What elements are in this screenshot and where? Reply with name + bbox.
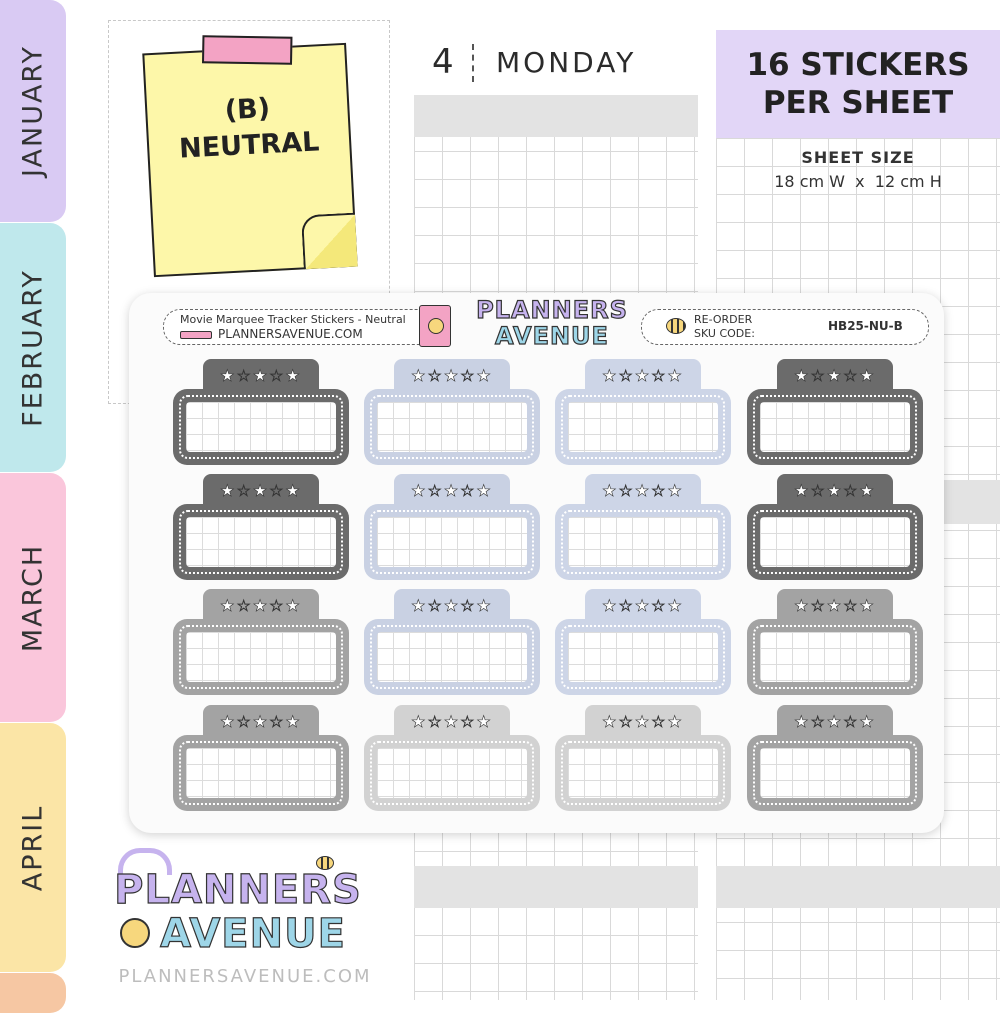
stars-icon: ★☆★☆★ [794, 366, 876, 386]
tracker-grid [760, 402, 910, 452]
tracker-grid [568, 748, 718, 798]
brand-logo: PLANNERS AVENUE [108, 867, 368, 957]
marquee-sticker: ★☆★☆★ [173, 589, 349, 699]
marquee-sticker: ★☆★☆★ [173, 359, 349, 469]
tape-icon [202, 35, 293, 65]
sheet-logo-line-1: PLANNERS [475, 296, 628, 324]
tracker-grid [186, 517, 336, 567]
sheet-header-left: Movie Marquee Tracker Stickers - Neutral… [163, 309, 439, 345]
stars-icon: ★☆★☆★ [602, 596, 684, 616]
tracker-grid [377, 748, 527, 798]
marquee-sticker: ★☆★☆★ [364, 705, 540, 815]
sheet-size-value: 18 cm W x 12 cm H [774, 172, 942, 191]
marquee-sticker: ★☆★☆★ [173, 474, 349, 584]
planner-footer-bar-right [716, 866, 1000, 908]
sheet-logo: PLANNERS AVENUE [467, 296, 637, 350]
stars-icon: ★☆★☆★ [411, 481, 493, 501]
month-label: JANUARY [17, 45, 49, 177]
stars-icon: ★☆★☆★ [220, 481, 302, 501]
stars-icon: ★☆★☆★ [411, 596, 493, 616]
note-color-label: NEUTRAL [178, 126, 321, 165]
date-number: 4 [432, 42, 454, 82]
marquee-sticker: ★☆★☆★ [555, 359, 731, 469]
stars-icon: ★☆★☆★ [794, 596, 876, 616]
date-divider [472, 44, 474, 82]
note-variant-label: (B) [223, 92, 271, 127]
marquee-sticker: ★☆★☆★ [364, 474, 540, 584]
sheet-header-right: RE-ORDER SKU CODE: HB25-NU-B [641, 309, 929, 345]
stars-icon: ★☆★☆★ [220, 712, 302, 732]
planner-footer-bar-left [414, 866, 698, 908]
badge-line-1: 16 STICKERS [746, 47, 970, 83]
marquee-sticker: ★☆★☆★ [747, 474, 923, 584]
tracker-grid [377, 517, 527, 567]
product-name: Movie Marquee Tracker Stickers - Neutral [180, 313, 406, 326]
stickers-per-sheet-badge: 16 STICKERS PER SHEET [716, 30, 1000, 138]
footer-url[interactable]: PLANNERSAVENUE.COM [118, 966, 372, 987]
tab-march[interactable]: MARCH [0, 473, 66, 722]
stars-icon: ★☆★☆★ [220, 366, 302, 386]
stars-icon: ★☆★☆★ [602, 481, 684, 501]
sku-label: SKU CODE: [694, 327, 755, 340]
tab-february[interactable]: FEBRUARY [0, 223, 66, 472]
sticky-note: (B) NEUTRAL [142, 35, 358, 278]
tab-may[interactable] [0, 973, 66, 1013]
stars-icon: ★☆★☆★ [794, 481, 876, 501]
stars-icon: ★☆★☆★ [411, 366, 493, 386]
tracker-grid [186, 748, 336, 798]
badge-line-2: PER SHEET [762, 85, 954, 121]
sheet-website: PLANNERSAVENUE.COM [218, 327, 363, 341]
stars-icon: ★☆★☆★ [602, 366, 684, 386]
tracker-grid [760, 517, 910, 567]
stars-icon: ★☆★☆★ [411, 712, 493, 732]
marquee-sticker: ★☆★☆★ [364, 589, 540, 699]
tracker-grid [760, 748, 910, 798]
planner-header-bar-left [414, 95, 698, 137]
marquee-sticker: ★☆★☆★ [364, 359, 540, 469]
bee-icon [316, 856, 334, 870]
stars-icon: ★☆★☆★ [794, 712, 876, 732]
brand-logo-line-2: AVENUE [159, 911, 346, 957]
tracker-grid [186, 632, 336, 682]
tracker-grid [760, 632, 910, 682]
marquee-sticker: ★☆★☆★ [747, 359, 923, 469]
brand-logo-line-1: PLANNERS [114, 867, 362, 913]
bee-icon [666, 318, 686, 334]
tracker-grid [568, 517, 718, 567]
stars-icon: ★☆★☆★ [602, 712, 684, 732]
sticker-sheet: Movie Marquee Tracker Stickers - Neutral… [129, 293, 944, 833]
page-curl-icon [300, 212, 358, 270]
reorder-label: RE-ORDER [694, 313, 753, 326]
tab-january[interactable]: JANUARY [0, 0, 66, 222]
sku-code: HB25-NU-B [828, 319, 903, 333]
rainbow-icon [118, 848, 172, 875]
pencil-icon [180, 331, 212, 339]
tracker-grid [377, 632, 527, 682]
tab-april[interactable]: APRIL [0, 723, 66, 972]
marquee-sticker: ★☆★☆★ [555, 705, 731, 815]
tracker-grid [568, 402, 718, 452]
stars-icon: ★☆★☆★ [220, 596, 302, 616]
sun-icon [428, 318, 444, 334]
marquee-sticker: ★☆★☆★ [747, 589, 923, 699]
month-label: MARCH [17, 543, 49, 652]
tracker-grid [377, 402, 527, 452]
marquee-sticker: ★☆★☆★ [555, 474, 731, 584]
tracker-grid [186, 402, 336, 452]
planner-book-icon [419, 305, 451, 347]
sun-icon [120, 918, 150, 948]
month-label: APRIL [17, 804, 49, 891]
sheet-logo-line-2: AVENUE [494, 322, 609, 350]
day-name: MONDAY [496, 46, 637, 79]
tracker-grid [568, 632, 718, 682]
month-label: FEBRUARY [17, 268, 49, 427]
marquee-sticker: ★☆★☆★ [747, 705, 923, 815]
marquee-sticker: ★☆★☆★ [173, 705, 349, 815]
marquee-sticker: ★☆★☆★ [555, 589, 731, 699]
sheet-size-title: SHEET SIZE [801, 148, 915, 167]
